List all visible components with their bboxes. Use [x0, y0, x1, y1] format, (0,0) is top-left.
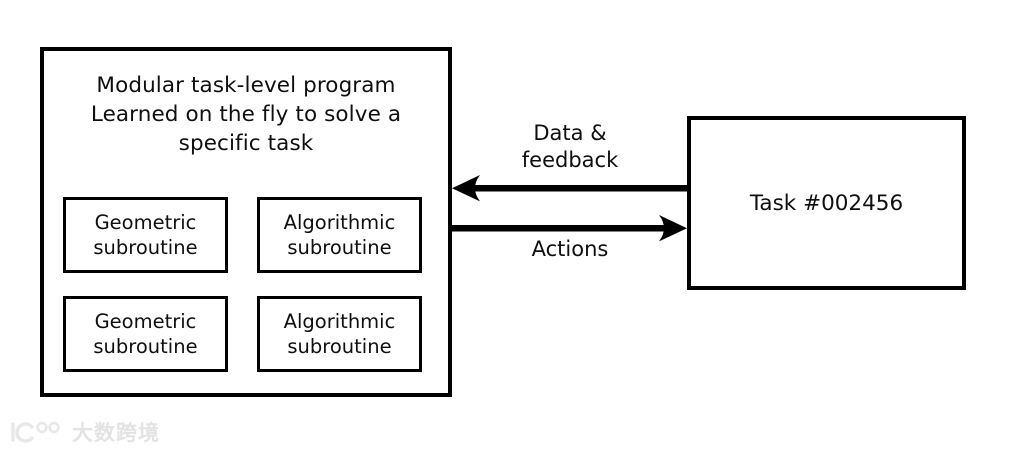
- data-feedback-label: Data & feedback: [521, 121, 619, 172]
- actions-label: Actions: [531, 237, 609, 261]
- program-box-title: Modular task-level program Learned on th…: [90, 73, 402, 156]
- task-box-label: Task #002456: [749, 190, 904, 216]
- subroutine-box-algorithmic-2: Algorithmic subroutine: [257, 296, 422, 372]
- subroutine-grid: Geometric subroutine Algorithmic subrout…: [63, 197, 429, 372]
- subroutine-box-algorithmic-1: Algorithmic subroutine: [257, 197, 422, 273]
- subroutine-box-geometric-1: Geometric subroutine: [63, 197, 228, 273]
- actions-arrow-icon: [452, 215, 687, 242]
- subroutine-box-geometric-2: Geometric subroutine: [63, 296, 228, 372]
- watermark: 大数跨境: [10, 417, 160, 447]
- watermark-text: 大数跨境: [72, 421, 160, 445]
- data-feedback-arrow-icon: [452, 175, 687, 202]
- program-box: Modular task-level program Learned on th…: [40, 47, 452, 397]
- ic-circles-logo-icon: [11, 421, 60, 443]
- arrow-group: [452, 175, 687, 242]
- task-box: Task #002456: [687, 116, 966, 290]
